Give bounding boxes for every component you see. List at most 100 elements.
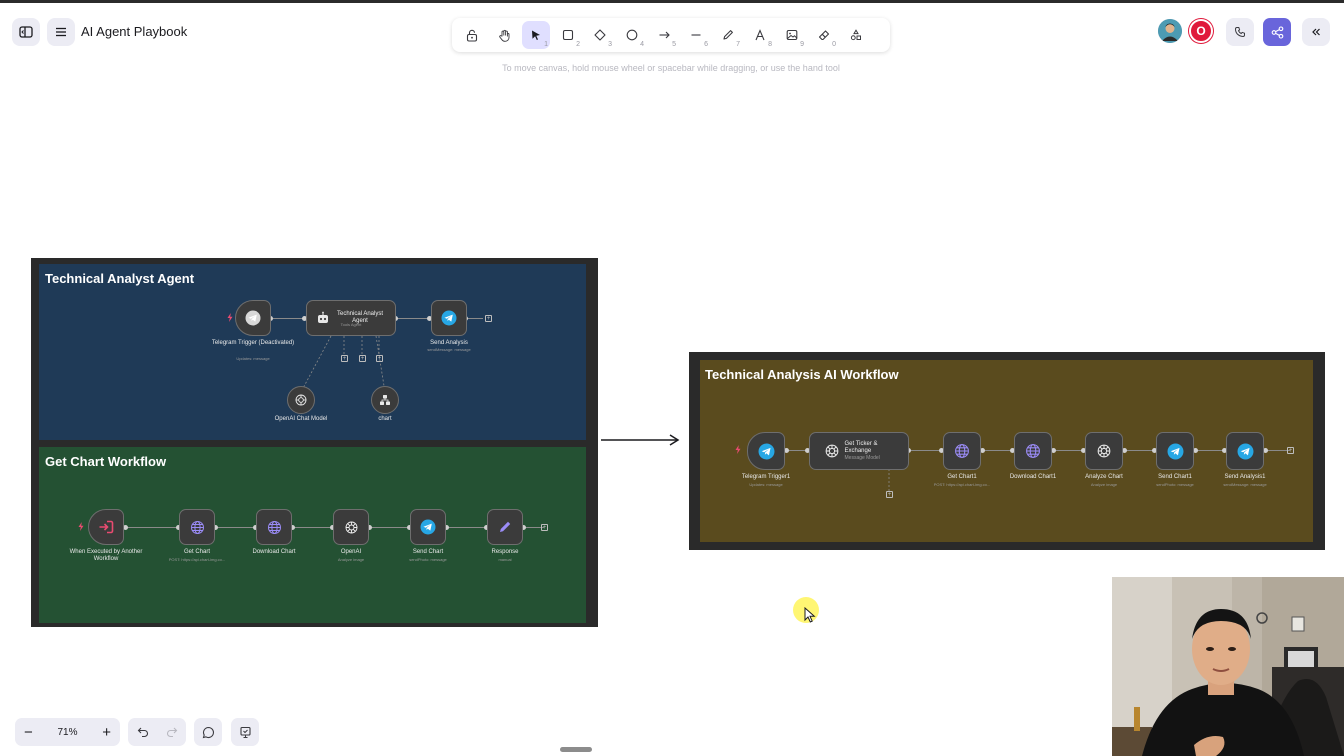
openai-chat-model-node[interactable]: [287, 386, 315, 414]
hand-tool[interactable]: [490, 21, 518, 49]
zoom-controls: − 71% +: [15, 718, 120, 746]
selection-tool[interactable]: 1: [522, 21, 550, 49]
left-workflow-screenshot[interactable]: Technical Analyst Agent + + + + Telegram…: [31, 258, 598, 627]
main-menu-button[interactable]: [47, 18, 75, 46]
openai-icon: [825, 444, 838, 458]
redo-icon[interactable]: [166, 726, 178, 738]
output-dot: [1193, 448, 1198, 453]
node-label: When Executed by Another Workflow: [69, 549, 143, 562]
globe-icon: [955, 444, 969, 458]
person-icon: [1158, 19, 1182, 43]
output-dot: [980, 448, 985, 453]
input-dot: [176, 525, 181, 530]
analyze-chart-node[interactable]: [1085, 432, 1123, 470]
execute-workflow-trigger-node[interactable]: [88, 509, 124, 545]
node-label: OpenAI Chat Model: [274, 416, 328, 422]
arrow-icon: [659, 31, 670, 39]
zoom-level[interactable]: 71%: [57, 726, 78, 738]
openai-node[interactable]: [333, 509, 369, 545]
node-subtitle: sendMessage: message: [1223, 482, 1267, 487]
mouse-cursor-icon: [804, 607, 816, 623]
send-chart1-node[interactable]: [1156, 432, 1194, 470]
zoom-out-button[interactable]: −: [24, 723, 33, 741]
node-label: Send Chart: [412, 549, 444, 555]
output-dot: [213, 525, 218, 530]
technical-analyst-agent-node[interactable]: Technical Analyst Agent: [306, 300, 396, 336]
globe-icon: [190, 520, 204, 534]
get-chart1-node[interactable]: [943, 432, 981, 470]
document-title[interactable]: AI Agent Playbook: [81, 24, 188, 39]
node-subtitle: Analyze image: [337, 557, 365, 562]
node-label: Get Chart: [183, 549, 210, 555]
collaborator-avatar[interactable]: O: [1189, 19, 1213, 43]
node-subtitle: manual: [498, 557, 512, 562]
chart-section-title: Get Chart Workflow: [45, 454, 167, 469]
window-top-edge: [0, 0, 1344, 3]
call-button[interactable]: [1226, 18, 1254, 46]
node-label: Telegram Trigger (Deactivated): [211, 340, 295, 346]
right-workflow-screenshot[interactable]: Technical Analysis AI Workflow + + Teleg…: [689, 352, 1325, 550]
share-icon: [1271, 25, 1283, 39]
telegram-icon: [420, 519, 436, 535]
input-dot: [253, 525, 258, 530]
node-label: Download Chart: [252, 549, 296, 555]
download-chart-node[interactable]: [256, 509, 292, 545]
get-ticker-exchange-node[interactable]: Get Ticker & Exchange Message Model: [809, 432, 909, 470]
node-subtitle: Analyze image: [1090, 482, 1118, 487]
text-tool[interactable]: 8: [746, 21, 774, 49]
collapse-panel-button[interactable]: [1302, 18, 1330, 46]
agent-section-title: Technical Analyst Agent: [45, 271, 195, 286]
telegram-trigger-node[interactable]: [747, 432, 785, 470]
pointer-icon: [532, 30, 540, 40]
connector-arrow[interactable]: [600, 432, 682, 448]
scroll-handle[interactable]: [560, 747, 592, 752]
input-dot: [330, 525, 335, 530]
rectangle-tool[interactable]: 2: [554, 21, 582, 49]
zoom-in-button[interactable]: +: [102, 723, 111, 741]
user-avatar-photo[interactable]: [1158, 19, 1182, 43]
node-label: Get Ticker & Exchange: [844, 441, 878, 454]
hand-icon: [498, 29, 509, 42]
send-analysis-node[interactable]: [431, 300, 467, 336]
line-tool[interactable]: 6: [682, 21, 710, 49]
node-subtitle: POST: https://api.chart-img.co...: [933, 482, 991, 487]
sidebar-toggle-button[interactable]: [12, 18, 40, 46]
lock-icon: [466, 29, 478, 42]
send-analysis1-node[interactable]: [1226, 432, 1264, 470]
draw-tool[interactable]: 7: [714, 21, 742, 49]
add-model-icon: +: [341, 355, 348, 362]
extra-tools-button[interactable]: [842, 21, 870, 49]
eraser-tool[interactable]: 0: [810, 21, 838, 49]
robot-icon: [318, 311, 328, 323]
undo-icon[interactable]: [137, 726, 149, 738]
ellipse-tool[interactable]: 4: [618, 21, 646, 49]
history-controls: [128, 718, 186, 746]
share-button[interactable]: [1263, 18, 1291, 46]
globe-icon: [1026, 444, 1040, 458]
image-tool[interactable]: 9: [778, 21, 806, 49]
sign-in-icon: [99, 520, 114, 534]
technical-analysis-workflow-section: Technical Analysis AI Workflow + + Teleg…: [700, 360, 1313, 542]
right-section-title: Technical Analysis AI Workflow: [705, 367, 899, 382]
lock-tool[interactable]: [458, 21, 486, 49]
arrow-tool[interactable]: 5: [650, 21, 678, 49]
send-chart-node[interactable]: [410, 509, 446, 545]
chart-tool-node[interactable]: [371, 386, 399, 414]
get-chart-node[interactable]: [179, 509, 215, 545]
presentation-button[interactable]: [231, 718, 259, 746]
response-node[interactable]: [487, 509, 523, 545]
hamburger-icon: [56, 27, 66, 37]
telegram-icon: [441, 310, 457, 326]
input-dot: [1010, 448, 1015, 453]
telegram-icon: [245, 310, 261, 326]
download-chart1-node[interactable]: [1014, 432, 1052, 470]
ticker-subconnection: [888, 469, 890, 491]
diamond-tool[interactable]: 3: [586, 21, 614, 49]
output-dot: [1122, 448, 1127, 453]
input-dot: [407, 525, 412, 530]
input-dot: [484, 525, 489, 530]
node-label: Technical Analyst Agent: [336, 311, 384, 324]
add-memory-icon: +: [359, 355, 366, 362]
telegram-trigger-node[interactable]: [235, 300, 271, 336]
comments-button[interactable]: [194, 718, 222, 746]
